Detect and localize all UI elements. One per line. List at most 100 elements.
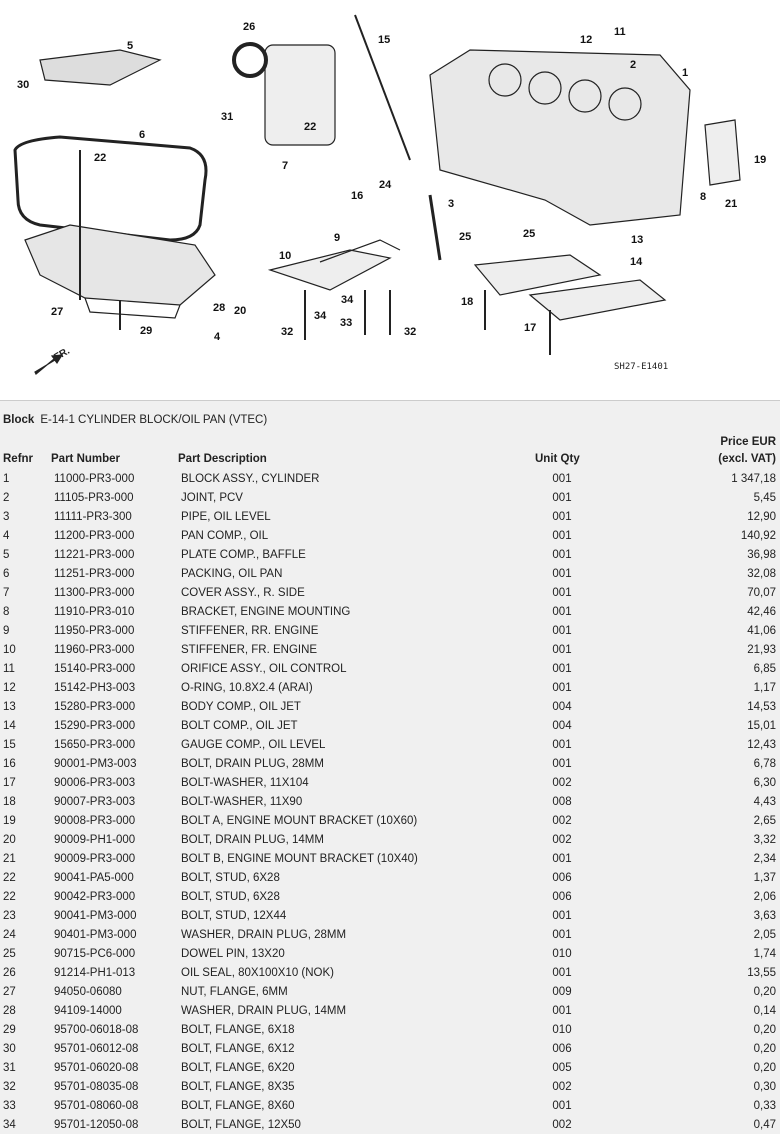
qty-cell: 005 (552, 1061, 572, 1074)
description-cell: WASHER, DRAIN PLUG, 14MM (181, 1004, 347, 1017)
description-cell: BOLT, FLANGE, 8X35 (181, 1080, 295, 1093)
part-number-cell: 11950-PR3-000 (54, 624, 135, 637)
refnr-cell: 6 (3, 567, 10, 580)
description-cell: PACKING, OIL PAN (181, 567, 283, 580)
description-cell: PIPE, OIL LEVEL (181, 510, 271, 523)
part-number-cell: 95700-06018-08 (54, 1023, 139, 1036)
callout-label: 11 (614, 26, 626, 38)
price-cell: 0,30 (753, 1080, 776, 1093)
price-cell: 5,45 (753, 491, 776, 504)
callout-label: 29 (140, 325, 153, 337)
description-cell: BOLT, STUD, 6X28 (181, 890, 280, 903)
part-number-cell: 90001-PM3-003 (54, 757, 137, 770)
refnr-cell: 3 (3, 510, 10, 523)
qty-cell: 010 (552, 1023, 572, 1036)
description-cell: BODY COMP., OIL JET (181, 700, 301, 713)
description-cell: BOLT, STUD, 12X44 (181, 909, 287, 922)
callout-label: 1 (682, 67, 689, 79)
callout-label: 7 (282, 160, 289, 172)
callout-label: 10 (279, 250, 292, 262)
qty-cell: 001 (552, 529, 572, 542)
callout-label: 26 (243, 21, 256, 33)
part-number-cell: 95701-06020-08 (54, 1061, 139, 1074)
callout-label: 20 (234, 305, 247, 317)
callout-label: 18 (461, 296, 474, 308)
callout-label: 25 (523, 228, 536, 240)
callout-label: 15 (378, 34, 391, 46)
part-number-cell: 95701-06012-08 (54, 1042, 139, 1055)
price-cell: 0,14 (753, 1004, 776, 1017)
description-cell: BOLT COMP., OIL JET (181, 719, 298, 732)
description-cell: PLATE COMP., BAFFLE (181, 548, 306, 561)
description-cell: BRACKET, ENGINE MOUNTING (181, 605, 351, 618)
refnr-cell: 9 (3, 624, 10, 637)
price-cell: 2,06 (753, 890, 776, 903)
refnr-cell: 11 (3, 662, 15, 675)
refnr-cell: 10 (3, 643, 16, 656)
part-number-cell: 90042-PR3-000 (54, 890, 136, 903)
qty-cell: 002 (552, 776, 572, 789)
price-cell: 0,20 (753, 1061, 776, 1074)
qty-cell: 001 (552, 681, 572, 694)
part-number-cell: 11910-PR3-010 (54, 605, 135, 618)
qty-cell: 001 (552, 472, 572, 485)
header-part-number: Part Number (51, 453, 121, 465)
price-cell: 41,06 (747, 624, 776, 637)
part-number-cell: 95701-08060-08 (54, 1099, 139, 1112)
description-cell: STIFFENER, FR. ENGINE (181, 643, 318, 656)
qty-cell: 001 (552, 624, 572, 637)
callout-label: 30 (17, 79, 30, 91)
refnr-cell: 17 (3, 776, 16, 789)
price-cell: 1,37 (753, 871, 776, 884)
part-number-cell: 15650-PR3-000 (54, 738, 136, 751)
callout-label: 9 (334, 232, 341, 244)
header-description: Part Description (178, 453, 267, 465)
exploded-parts-diagram: 5 30 26 15 11 12 2 1 31 22 7 6 22 16 24 … (0, 0, 780, 401)
part-number-cell: 94109-14000 (54, 1004, 122, 1017)
qty-cell: 010 (552, 947, 572, 960)
part-number-cell: 90008-PR3-000 (54, 814, 136, 827)
qty-cell: 006 (552, 890, 572, 903)
description-cell: OIL SEAL, 80X100X10 (NOK) (181, 966, 334, 979)
price-cell: 15,01 (747, 719, 776, 732)
qty-cell: 001 (552, 586, 572, 599)
part-number-cell: 95701-08035-08 (54, 1080, 139, 1093)
callout-label: 8 (700, 191, 707, 203)
part-number-cell: 94050-06080 (54, 985, 122, 998)
refnr-cell: 34 (3, 1118, 16, 1131)
description-cell: BOLT-WASHER, 11X104 (181, 776, 309, 789)
part-number-cell: 11111-PR3-300 (54, 510, 132, 523)
callout-label: 12 (580, 34, 593, 46)
price-cell: 4,43 (753, 795, 776, 808)
price-cell: 12,90 (747, 510, 776, 523)
callout-label: 19 (754, 154, 767, 166)
refnr-cell: 19 (3, 814, 16, 827)
refnr-cell: 20 (3, 833, 16, 846)
qty-cell: 001 (552, 1004, 572, 1017)
price-cell: 0,33 (753, 1099, 776, 1112)
callout-label: 14 (630, 256, 643, 268)
diagram-drawing (13, 14, 741, 375)
qty-cell: 001 (552, 738, 572, 751)
price-cell: 0,20 (753, 1042, 776, 1055)
description-cell: WASHER, DRAIN PLUG, 28MM (181, 928, 347, 941)
qty-cell: 001 (552, 928, 572, 941)
refnr-cell: 8 (3, 605, 10, 618)
block-name: E-14-1 CYLINDER BLOCK/OIL PAN (VTEC) (40, 414, 268, 426)
refnr-cell: 24 (3, 928, 16, 941)
part-number-cell: 90041-PM3-000 (54, 909, 137, 922)
callout-label: 34 (341, 294, 354, 306)
refnr-cell: 18 (3, 795, 16, 808)
price-cell: 14,53 (747, 700, 776, 713)
refnr-cell: 29 (3, 1023, 16, 1036)
qty-cell: 001 (552, 548, 572, 561)
header-unit-qty: Unit Qty (535, 453, 580, 465)
